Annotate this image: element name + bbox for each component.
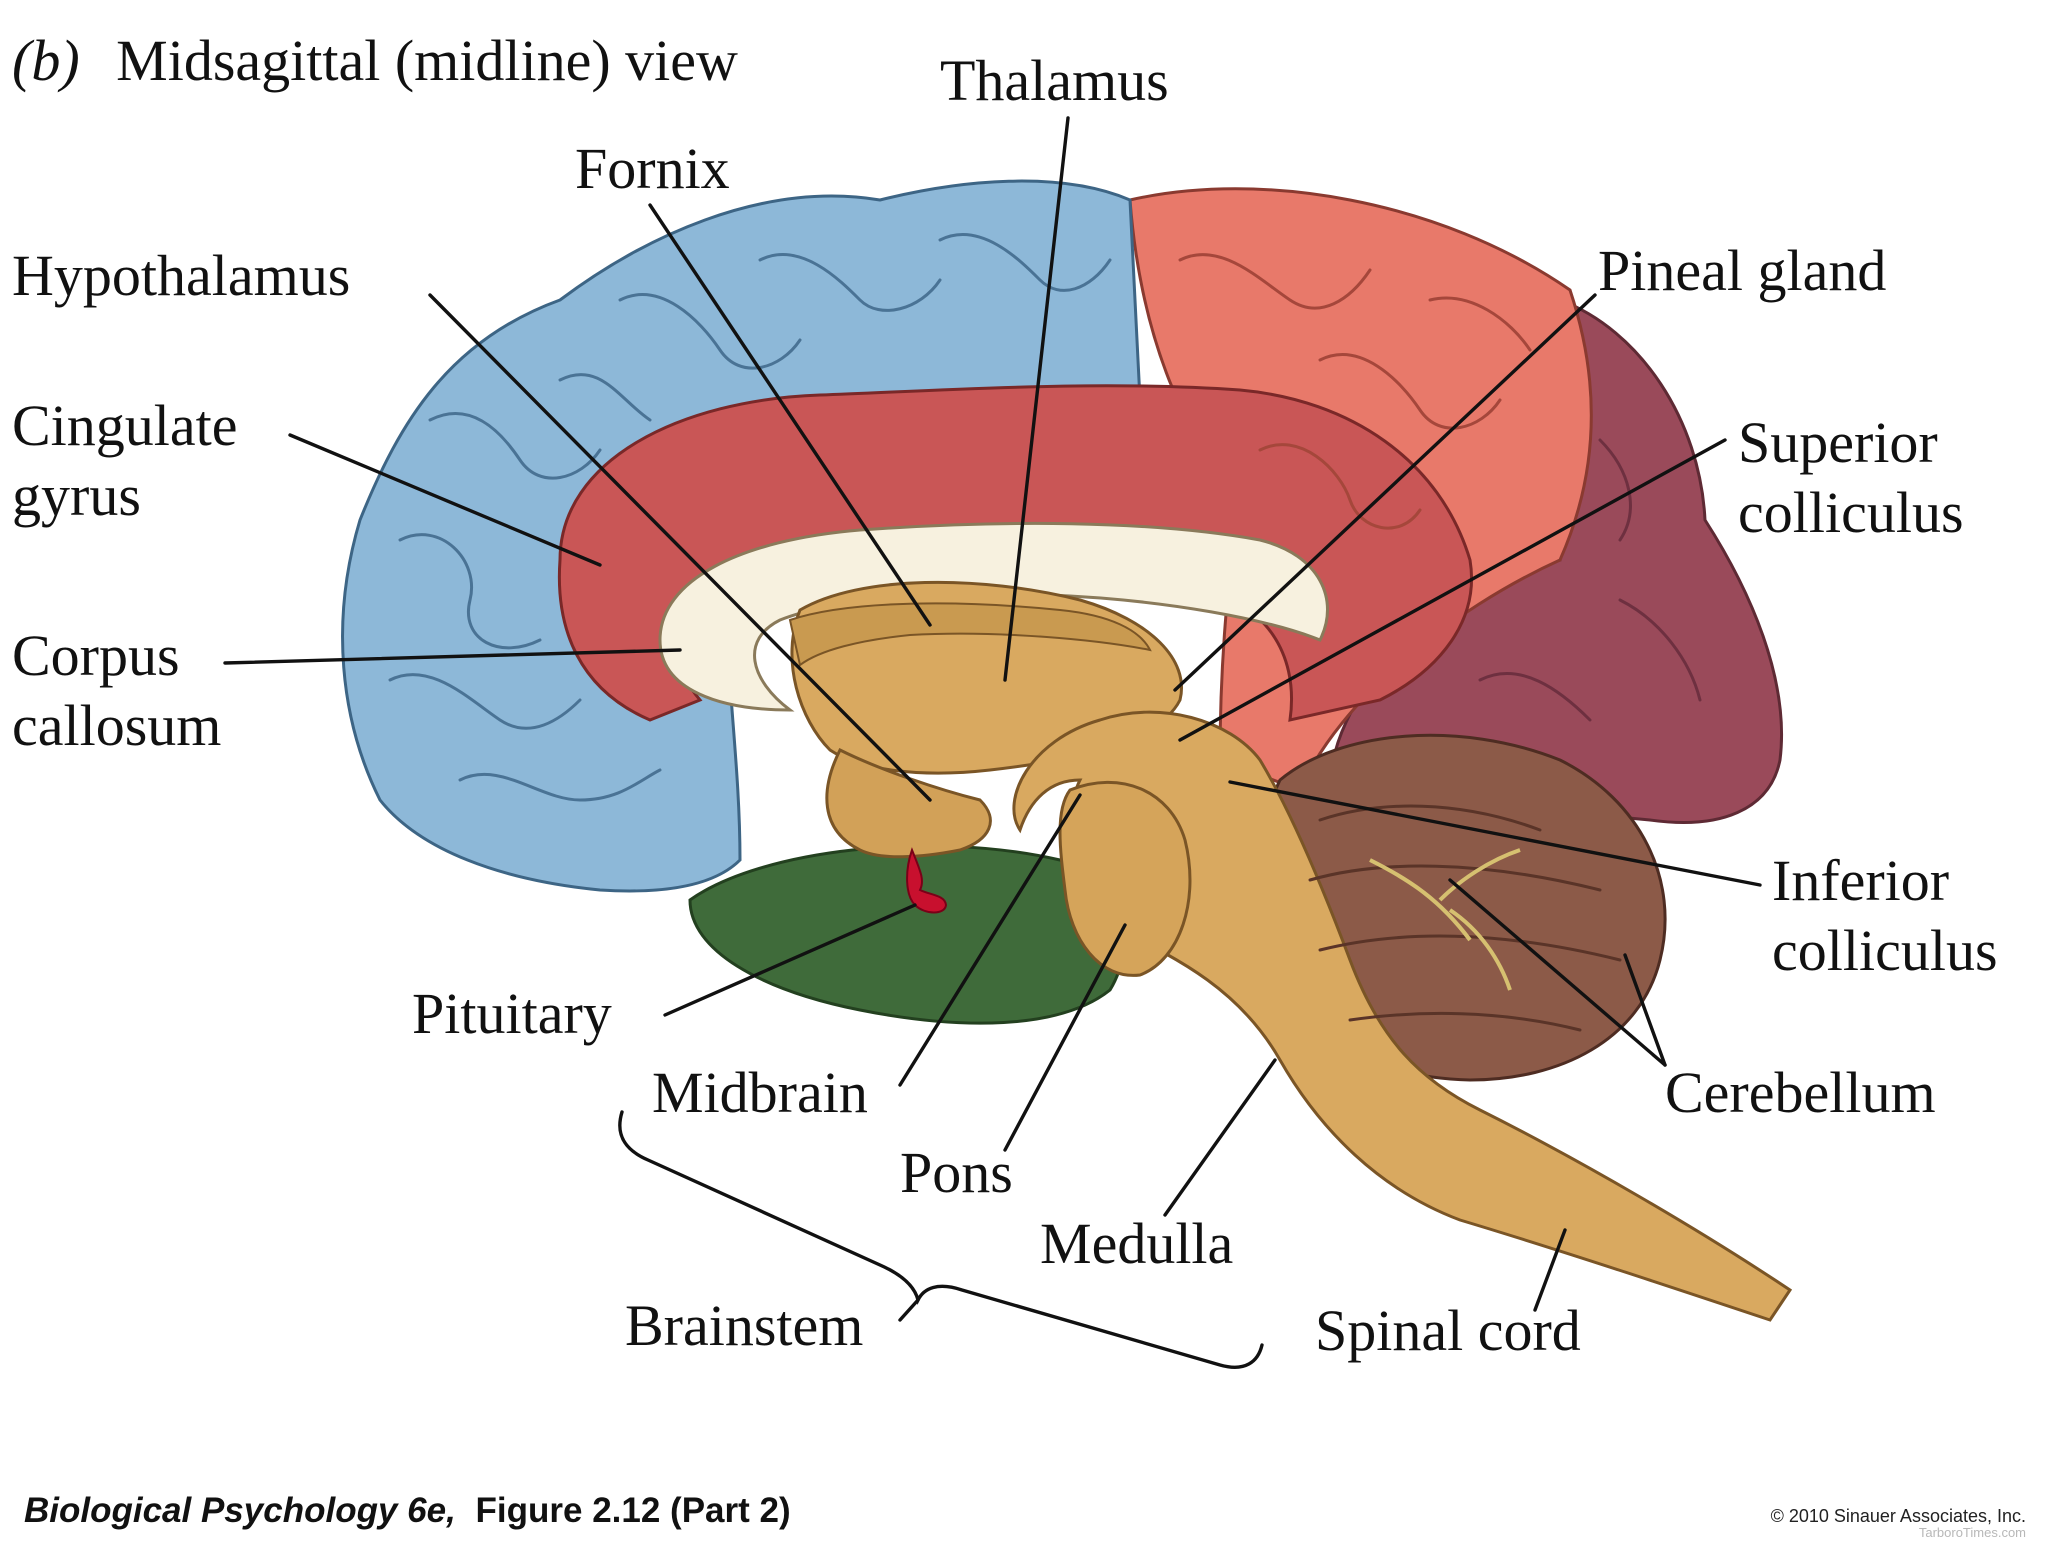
leader-medulla (1163, 1058, 1277, 1217)
label-corpus-line1: Corpus (12, 623, 180, 688)
label-corpus-line2: callosum (12, 693, 221, 758)
label-superior-line1: Superior (1738, 410, 1938, 475)
copyright-notice: © 2010 Sinauer Associates, Inc. (1771, 1506, 2026, 1526)
label-thalamus: Thalamus (940, 48, 1169, 113)
leader-cingulate-gyrus (288, 433, 602, 567)
label-cingulate-gyrus: Cingulate gyrus (12, 393, 252, 528)
label-brainstem: Brainstem (625, 1293, 863, 1358)
leader-brainstem (898, 1298, 920, 1322)
leader-lines (223, 116, 1762, 1369)
label-hypothalamus: Hypothalamus (12, 243, 350, 308)
labels: (b) Midsagittal (midline) view Thalamus … (12, 28, 1998, 1363)
caption-book-title: Biological Psychology 6e, (24, 1491, 456, 1530)
label-corpus-callosum: Corpus callosum (12, 623, 221, 758)
label-midbrain: Midbrain (652, 1060, 868, 1125)
label-pineal-gland: Pineal gland (1598, 238, 1886, 303)
brain-illustration (341, 179, 1793, 1322)
leader-hypothalamus (428, 293, 932, 802)
hypothalamus-region (825, 747, 992, 859)
label-inferior-colliculus: Inferior colliculus (1772, 848, 1998, 983)
leader-cerebellum-b (1623, 953, 1667, 1067)
caption-figure-number: Figure 2.12 (Part 2) (476, 1491, 791, 1530)
label-superior-line2: colliculus (1738, 480, 1964, 545)
frontal-gyri-texture (388, 233, 1112, 802)
leader-inferior-colliculus (1228, 780, 1762, 887)
occipital-gyri-texture (1478, 438, 1702, 722)
leader-pons (1003, 923, 1127, 1152)
label-fornix: Fornix (575, 136, 730, 201)
leader-pineal-gland (1173, 293, 1597, 692)
cerebellum-folia-texture (1308, 804, 1622, 1032)
panel-title: (b) Midsagittal (midline) view (12, 28, 738, 93)
brainstem-region (1012, 710, 1793, 1322)
figure-caption: Biological Psychology 6e, Figure 2.12 (P… (24, 1491, 791, 1530)
watermark: TarboroTimes.com (1919, 1525, 2026, 1540)
parietal-gyri-texture (1178, 253, 1532, 530)
pons-region (1058, 780, 1192, 977)
leader-fornix (648, 203, 932, 627)
label-inferior-line1: Inferior (1772, 848, 1949, 913)
label-superior-colliculus: Superior colliculus (1738, 410, 1964, 545)
leader-thalamus (1003, 116, 1070, 682)
label-cerebellum: Cerebellum (1665, 1060, 1936, 1125)
leader-midbrain (898, 793, 1082, 1087)
pituitary-region (906, 847, 948, 914)
figure-credits: Biological Psychology 6e, Figure 2.12 (P… (24, 1491, 2026, 1540)
leader-cerebellum-a (1448, 878, 1667, 1067)
corpus-callosum-region (658, 521, 1329, 712)
label-medulla: Medulla (1040, 1211, 1233, 1276)
label-spinal-cord: Spinal cord (1315, 1298, 1581, 1363)
panel-title-text: Midsagittal (midline) view (116, 28, 738, 93)
arbor-vitae-texture (1369, 848, 1521, 991)
leader-superior-colliculus (1178, 438, 1727, 742)
panel-letter: (b) (12, 28, 80, 93)
leader-spinal-cord (1533, 1228, 1567, 1312)
label-cingulate-line2: gyrus (12, 463, 141, 528)
label-inferior-line2: colliculus (1772, 918, 1998, 983)
label-pons: Pons (900, 1140, 1013, 1205)
leader-pituitary (663, 903, 917, 1017)
label-cingulate-line1: Cingulate (12, 393, 238, 458)
leader-corpus-callosum (223, 648, 682, 665)
label-pituitary: Pituitary (412, 981, 612, 1046)
fornix-region (788, 602, 1152, 667)
